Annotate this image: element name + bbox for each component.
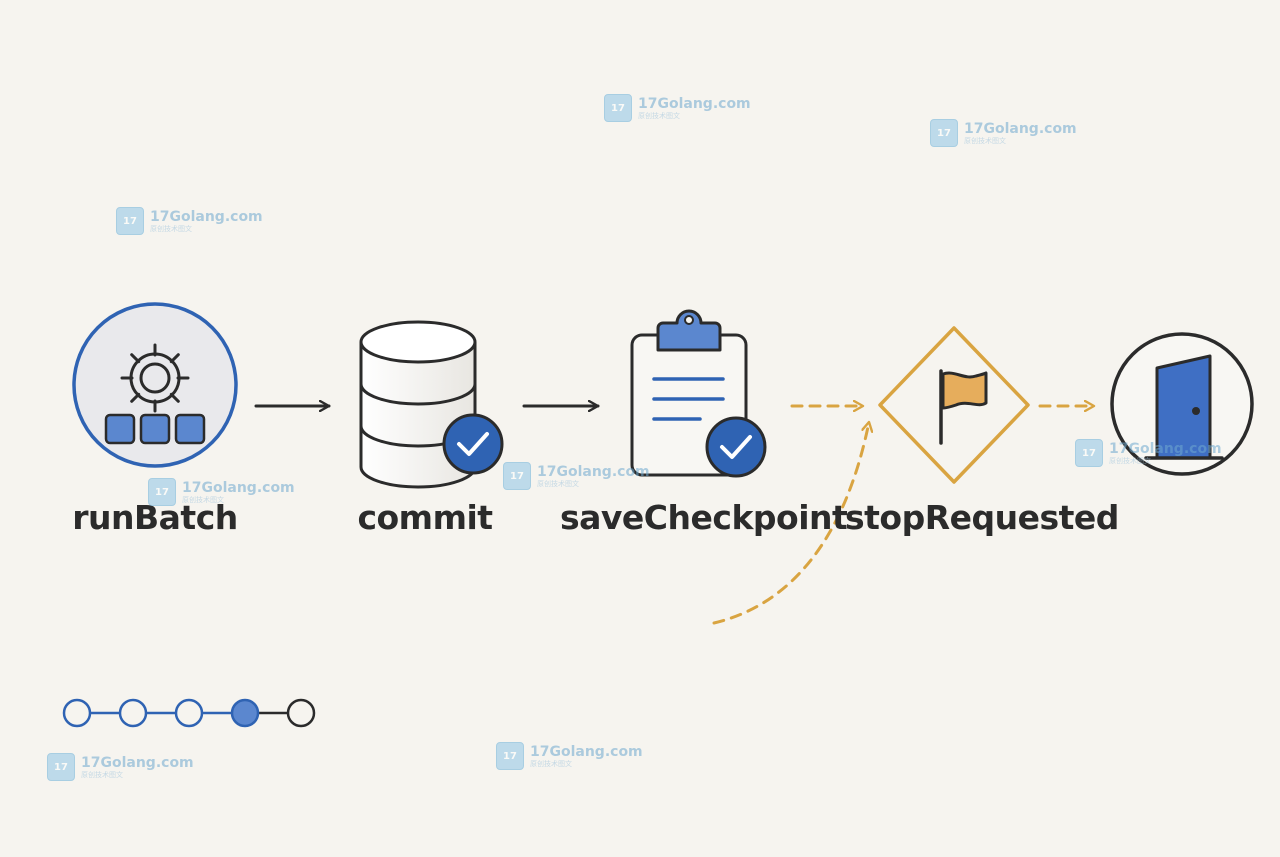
clipboard-icon (630, 309, 767, 478)
flag-icon (941, 371, 988, 410)
label-stoprequested: stopRequested (845, 498, 1119, 537)
block-icon (174, 413, 206, 445)
stepper-dot-3 (174, 698, 204, 728)
label-savecheckpoint: saveCheckpoint (560, 498, 848, 537)
progress-stepper (62, 698, 316, 728)
watermark-logo-icon: 17 (1075, 439, 1103, 467)
runBatch-icon (72, 302, 238, 468)
stepper-dot-1 (62, 698, 92, 728)
stepper-dot-5 (286, 698, 316, 728)
watermark-logo-icon: 17 (116, 207, 144, 235)
check-badge-icon (705, 416, 767, 478)
watermark-logo-icon: 17 (496, 742, 524, 770)
stepper-dot-4 (230, 698, 260, 728)
gear-icon (120, 343, 190, 413)
database-icon (359, 320, 504, 489)
block-icon (139, 413, 171, 445)
stepper-dot-2 (118, 698, 148, 728)
label-commit: commit (357, 498, 493, 537)
watermark-logo-icon: 17 (148, 478, 176, 506)
check-badge-icon (442, 413, 504, 475)
watermark-logo-icon: 17 (47, 753, 75, 781)
diamond-flag-icon (878, 326, 1030, 484)
arrow-external-stoprequested (712, 420, 869, 625)
watermark-logo-icon: 17 (503, 462, 531, 490)
watermark-logo-icon: 17 (930, 119, 958, 147)
watermark-logo-icon: 17 (604, 94, 632, 122)
block-icon (104, 413, 136, 445)
exit-door-icon (1110, 332, 1254, 476)
